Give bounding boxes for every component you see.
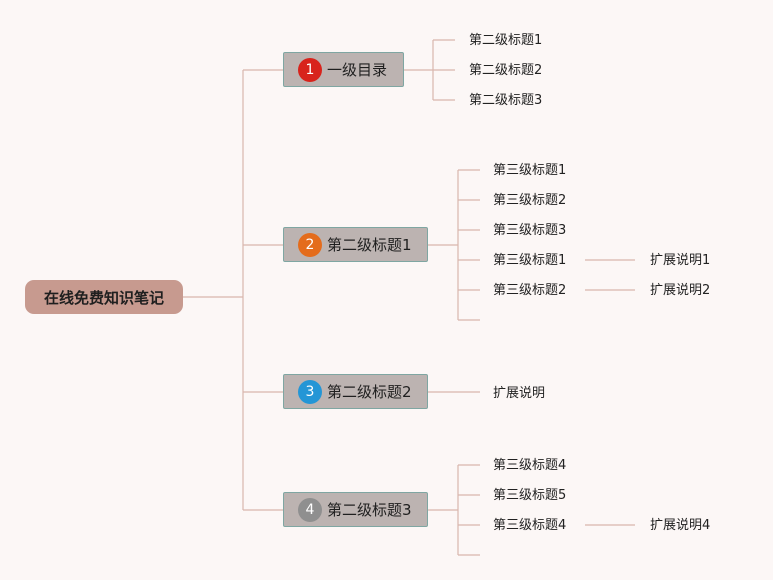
- leaf-item[interactable]: 第三级标题1: [493, 163, 567, 178]
- leaf-item[interactable]: 第二级标题3: [469, 93, 543, 108]
- leaf-item[interactable]: 第二级标题2: [469, 63, 543, 78]
- number-badge-4: 4: [298, 497, 322, 522]
- root-topic[interactable]: 在线免费知识笔记: [25, 280, 183, 314]
- extension-note[interactable]: 扩展说明2: [650, 283, 711, 298]
- branch-label: 第二级标题1: [327, 236, 412, 254]
- branch-node-3[interactable]: 3 第二级标题2: [283, 374, 428, 409]
- leaf-item[interactable]: 第三级标题5: [493, 488, 567, 503]
- branch-node-1[interactable]: 1 一级目录: [283, 52, 404, 87]
- branch-label: 第二级标题3: [327, 501, 412, 519]
- leaf-item[interactable]: 扩展说明: [493, 386, 546, 401]
- extension-note[interactable]: 扩展说明1: [650, 253, 711, 268]
- number-badge-2: 2: [298, 232, 322, 257]
- branch-label: 第二级标题2: [327, 383, 412, 401]
- leaf-item[interactable]: 第三级标题4: [493, 458, 567, 473]
- leaf-item[interactable]: 第三级标题2: [493, 283, 567, 298]
- leaf-item[interactable]: 第二级标题1: [469, 33, 543, 48]
- leaf-item[interactable]: 第三级标题4: [493, 518, 567, 533]
- extension-note[interactable]: 扩展说明4: [650, 518, 711, 533]
- leaf-item[interactable]: 第三级标题2: [493, 193, 567, 208]
- leaf-item[interactable]: 第三级标题1: [493, 253, 567, 268]
- number-badge-1: 1: [298, 57, 322, 82]
- number-badge-3: 3: [298, 379, 322, 404]
- leaf-item[interactable]: 第三级标题3: [493, 223, 567, 238]
- branch-node-4[interactable]: 4 第二级标题3: [283, 492, 428, 527]
- branch-label: 一级目录: [327, 61, 388, 79]
- branch-node-2[interactable]: 2 第二级标题1: [283, 227, 428, 262]
